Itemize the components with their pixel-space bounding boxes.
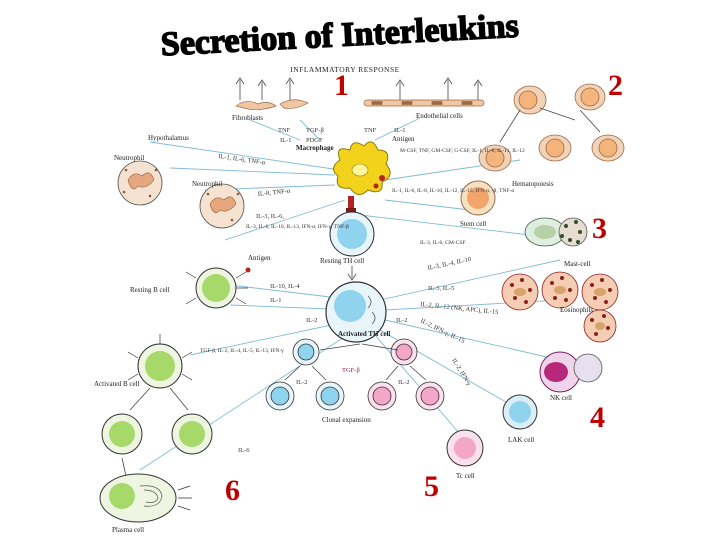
neutrophil-left (117, 160, 163, 206)
label-antigen-mid: Antigen (248, 254, 271, 262)
activated-th-cell (325, 281, 387, 343)
label-activated-b: Activated B cell (94, 380, 140, 388)
cytokine-c20: TGF-β, IL-2, IL-4, IL-5, IL-13, IFN-γ (200, 348, 284, 354)
neutrophil-right (199, 183, 245, 229)
cytokine-c5: TNF (364, 127, 377, 134)
tc-cell (446, 429, 484, 467)
label-activated-th: Activated TH cell (338, 330, 390, 338)
macrophage (333, 141, 391, 195)
label-stem-cell: Stem cell (460, 220, 486, 228)
label-endothelial: Endothelial cells (416, 112, 463, 120)
cytokine-c7: IL-1, IL-6, TNF-α (218, 153, 266, 167)
label-eosinophils: Eosinophils (560, 306, 593, 314)
cytokine-c10: M-CSF, TNF, GM-CSF, G-CSF, IL-1, IL-6, I… (400, 148, 525, 154)
label-hematopoiesis: Hematopoiesis (512, 180, 554, 188)
number-4: 4 (590, 401, 605, 434)
label-hypothalamus: Hypothalamus (148, 134, 189, 142)
hematopoiesis-arrows (499, 107, 601, 143)
cytokine-c16: IL-2, IFN-γ, IL-15 (419, 318, 466, 345)
nk-cell (539, 351, 603, 393)
cytokine-c19: IL-1 (270, 297, 282, 304)
arrow-resting-to-activated (347, 266, 357, 281)
label-mast-cell: Mast-cell (564, 260, 590, 268)
b-cell-arrows (121, 387, 189, 477)
activated-b-cell (127, 334, 193, 389)
cytokine-c23: IL-2 (296, 379, 308, 386)
endothelial-cells (363, 99, 485, 107)
cytokine-c4: PDGF (306, 137, 323, 144)
label-clonal: Clonal expansion (322, 416, 371, 424)
diagram-title: Secretion of Interleukins (160, 8, 520, 64)
label-plasma-cell: Plasma cell (112, 526, 144, 534)
fibroblasts-cells (235, 99, 309, 110)
number-3: 3 (592, 212, 607, 245)
cytokine-c9: IL-3, IL-6, IL-10, IL-13, IFN-α, IFN-γ, … (246, 224, 349, 230)
resting-b-cell (185, 267, 251, 309)
hematopoiesis-cells (478, 83, 625, 172)
resting-th-cell (329, 211, 375, 257)
label-resting-b: Resting B cell (130, 286, 170, 294)
label-fibroblasts: Fibroblasts (232, 114, 263, 122)
plasma-cell (99, 473, 192, 523)
cytokine-c14: IL-3, IL-5 (428, 285, 454, 292)
cytokine-c18: IL-10, IL-4 (270, 283, 300, 290)
number-6: 6 (225, 474, 240, 507)
cytokine-c6: IL-1 (394, 127, 406, 134)
cytokine-c9a: IL-3, IL-6, (256, 213, 284, 220)
cytokine-c11: IL-1, IL-6, IL-8, IL-10, IL-12, IL-15, I… (392, 188, 514, 194)
b-progeny-cells (101, 413, 213, 455)
cytokine-c25: TGF-β (342, 367, 360, 374)
cytokine-c2: IL-1 (280, 137, 292, 144)
clonal-arrows (284, 343, 427, 381)
clonal-cells (265, 338, 445, 411)
number-2: 2 (608, 69, 623, 102)
label-nk-cell: NK cell (550, 394, 572, 402)
label-lak-cell: LAK cell (508, 436, 534, 444)
label-macrophage: Macrophage (296, 144, 334, 152)
cytokine-c12: IL-3, IL-6, GM-CSF (420, 240, 466, 246)
label-tc-cell: Tc cell (456, 472, 475, 480)
inflammatory-header: INFLAMMATORY RESPONSE (290, 65, 399, 74)
stem-cell (460, 180, 496, 216)
number-5: 5 (424, 470, 439, 503)
label-neutrophil-right: Neutrophil (192, 180, 222, 188)
label-neutrophil-left: Neutrophil (114, 154, 144, 162)
cytokine-c24: IL-2 (398, 379, 410, 386)
cytokine-c8: IL-8, TNF-α (257, 188, 291, 198)
cytokine-c15: IL-2, IL-12 (NK, APC), IL-15 (420, 301, 499, 316)
mast-cell (524, 217, 588, 247)
cytokine-c26: IL-6 (238, 447, 250, 454)
eosinophil-cells (501, 271, 619, 343)
number-1: 1 (334, 69, 349, 102)
label-antigen-top: Antigen (392, 135, 415, 143)
cytokine-c22: IL-2 (396, 317, 408, 324)
cytokine-c1: TNF (278, 127, 291, 134)
upward-arrows (235, 77, 483, 100)
lak-cell (502, 394, 538, 430)
tcr-connector (346, 196, 356, 212)
cytokine-c13: IL-3, IL-4, IL-10 (427, 256, 472, 272)
cytokine-c21: IL-2 (306, 317, 318, 324)
cytokine-c3: TGF-β (306, 127, 324, 134)
label-resting-th: Resting TH cell (320, 257, 364, 265)
